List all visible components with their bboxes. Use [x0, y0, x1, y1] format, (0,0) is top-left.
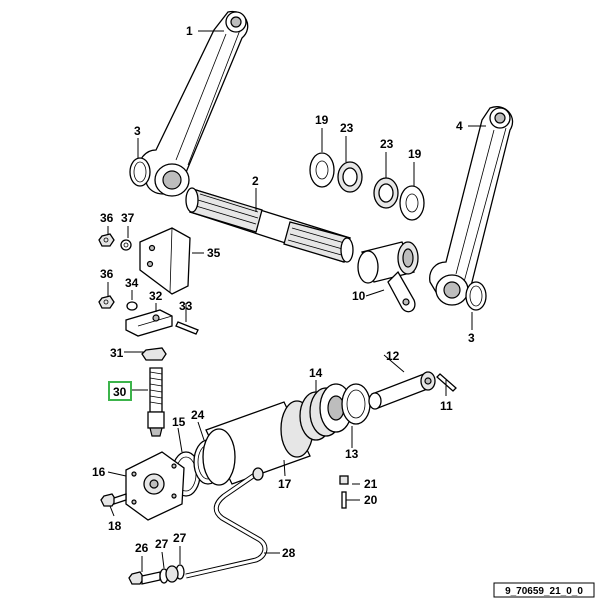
callout-30: 30	[113, 385, 127, 399]
leader-lines	[107, 30, 486, 572]
lock-nut-31	[141, 347, 167, 361]
bracket-plate	[139, 227, 191, 295]
callout-32: 32	[149, 289, 163, 303]
sensor-block	[125, 309, 173, 337]
callout-16: 16	[92, 465, 106, 479]
callout-2: 2	[252, 174, 259, 188]
callout-3-right: 3	[468, 331, 475, 345]
callout-33: 33	[179, 299, 193, 313]
callout-20: 20	[364, 493, 378, 507]
callout-4: 4	[456, 119, 463, 133]
reference-code: 9_70659_21_0_0	[505, 586, 583, 597]
callout-14: 14	[309, 366, 323, 380]
callout-labels: 1 2 3 4 3 19 23 23 19 10 12 11 14 13 36 …	[92, 24, 475, 560]
callout-35: 35	[207, 246, 221, 260]
washer-37	[120, 239, 132, 251]
callout-24: 24	[191, 408, 205, 422]
thrust-washer-19-left	[309, 152, 335, 188]
callout-36-lower: 36	[100, 267, 114, 281]
callout-17: 17	[278, 477, 292, 491]
banjo-fitting	[165, 565, 179, 583]
splined-cross-shaft	[185, 187, 354, 263]
callout-19-right: 19	[408, 147, 422, 161]
callout-27-a: 27	[155, 537, 169, 551]
banjo-bolt-26	[128, 571, 161, 585]
callout-26: 26	[135, 541, 149, 555]
bolt-18	[100, 493, 127, 507]
bearing-23-left	[337, 161, 363, 193]
pin-20	[341, 491, 347, 509]
bearing-23-right	[373, 177, 399, 209]
snap-ring-left	[129, 157, 151, 187]
piston-seal-13	[341, 383, 371, 425]
o-ring-34	[126, 301, 138, 311]
callout-1: 1	[186, 24, 193, 38]
callout-10: 10	[352, 289, 366, 303]
nut-21	[339, 475, 349, 485]
callout-15: 15	[172, 415, 186, 429]
position-sensor-30	[147, 367, 165, 437]
nut-36-upper	[98, 233, 115, 247]
callout-23-right: 23	[380, 137, 394, 151]
oil-pipe-28	[185, 467, 268, 579]
callout-18: 18	[108, 519, 122, 533]
callout-36-upper: 36	[100, 211, 114, 225]
callout-13: 13	[345, 447, 359, 461]
reference-code-box: 9_70659_21_0_0	[493, 582, 595, 598]
pin-33	[175, 321, 199, 335]
thrust-washer-19-right	[399, 185, 425, 221]
callout-3-left: 3	[134, 124, 141, 138]
lift-arm-right	[429, 106, 514, 306]
callout-31: 31	[110, 346, 124, 360]
callout-12: 12	[386, 349, 400, 363]
piston-rod-12	[368, 371, 436, 410]
callout-21: 21	[364, 477, 378, 491]
callout-37: 37	[121, 211, 135, 225]
callout-34: 34	[125, 276, 139, 290]
highlight-box	[108, 381, 132, 401]
callout-19-left: 19	[315, 113, 329, 127]
callout-27-b: 27	[173, 531, 187, 545]
nut-36-lower	[98, 295, 115, 309]
shaft-sleeve-lever	[357, 241, 419, 313]
callout-11: 11	[440, 399, 453, 413]
snap-ring-right	[465, 281, 487, 311]
callout-23-left: 23	[340, 121, 354, 135]
lift-arm-left	[138, 10, 249, 197]
end-cover-16	[125, 451, 185, 521]
callout-28: 28	[282, 546, 296, 560]
